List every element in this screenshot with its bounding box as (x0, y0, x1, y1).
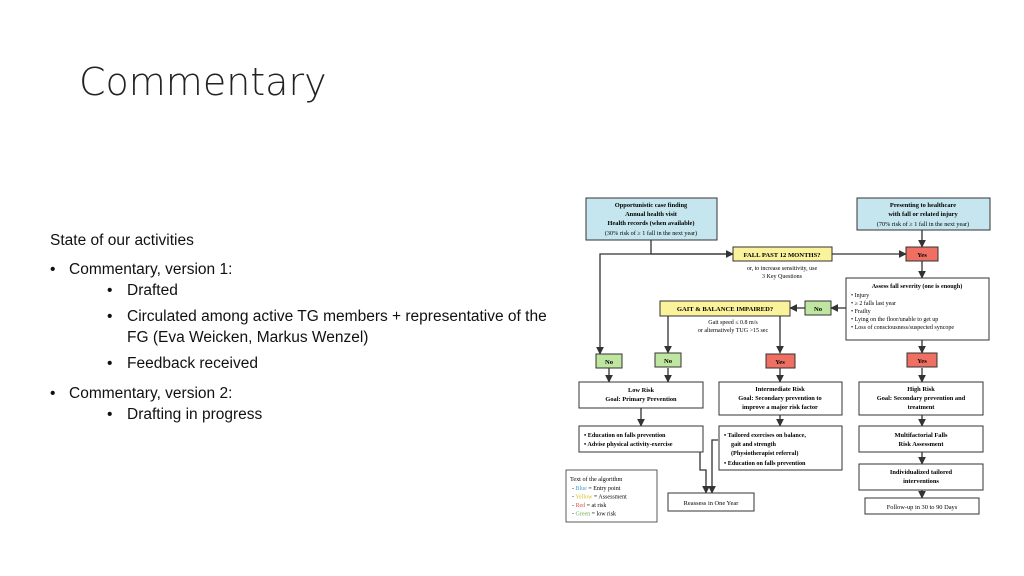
bullet-dot-icon: • (50, 385, 56, 402)
high-risk-line: Goal: Secondary prevention and (877, 395, 966, 402)
legend-item: - Blue = Entry point (572, 486, 621, 492)
legend-item: - Yellow = Assessment (572, 495, 627, 501)
high-risk-box: High Risk Goal: Secondary prevention and… (858, 381, 984, 416)
bullet-version-2: • Commentary, version 2: • Drafting in pr… (50, 383, 550, 425)
low-risk-line: Low Risk (628, 387, 655, 394)
no-label: No (814, 306, 823, 313)
no-box-severity: No (804, 300, 832, 316)
opportunistic-line: Health records (when available) (607, 220, 694, 227)
legend-item: - Red = at risk (572, 503, 606, 509)
low-action-item: • Education on falls prevention (584, 432, 666, 439)
gait-question-box: GAIT & BALANCE IMPAIRED? Gait speed ≤ 0.… (659, 300, 791, 334)
individualized-interventions-box: Individualized tailored interventions (858, 463, 984, 491)
fall-note-line: 3 Key Questions (762, 274, 803, 280)
presenting-line: Presenting to healthcare (890, 202, 956, 209)
gait-note-line: Gait speed ≤ 0.8 m/s (708, 320, 758, 326)
opportunistic-line: Annual health visit (625, 211, 678, 218)
opportunistic-line: (30% risk of ≥ 1 fall in the next year) (605, 230, 697, 237)
bullet-label: Commentary, version 1: (69, 261, 233, 278)
no-box-left: No (595, 353, 623, 369)
intermediate-action-item: • Tailored exercises on balance, (724, 432, 806, 439)
sub-bullet-label: Feedback received (127, 355, 258, 372)
slide-body: State of our activities • Commentary, ve… (50, 232, 550, 434)
intermediate-action-item: gait and strength (731, 441, 776, 448)
multifactorial-assessment-box: Multifactorial Falls Risk Assessment (858, 425, 984, 453)
presenting-line: with fall or related injury (888, 211, 958, 218)
intermediate-action-item: • Education on falls prevention (724, 460, 806, 467)
legend-item: - Green = low risk (572, 512, 616, 518)
low-risk-box: Low Risk Goal: Primary Prevention (578, 381, 704, 409)
presenting-line: (70% risk of ≥ 1 fall in the next year) (877, 221, 969, 228)
individualized-line: Individualized tailored (890, 469, 953, 476)
bullet-dot-icon: • (107, 308, 113, 325)
sub-bullet-item: • Feedback received (69, 353, 550, 374)
individualized-line: interventions (903, 478, 939, 485)
fall-question-label: FALL PAST 12 MONTHS? (743, 252, 820, 259)
severity-item: • Frailty (851, 309, 871, 315)
multifactorial-line: Risk Assessment (899, 441, 945, 448)
intro-text: State of our activities (50, 232, 194, 249)
fall-severity-box: Assess fall severity (one is enough) • I… (845, 277, 990, 341)
no-box-gait: No (654, 352, 682, 368)
bullet-dot-icon: • (107, 406, 113, 423)
yes-label: Yes (775, 359, 785, 366)
opportunistic-line: Opportunistic case finding (615, 202, 688, 209)
sub-bullet-list: • Drafted • Circulated among active TG mem… (69, 280, 550, 374)
gait-note-line: or alternatively TUG >15 sec (698, 328, 769, 334)
low-risk-line: Goal: Primary Prevention (605, 396, 677, 403)
fall-question-box: FALL PAST 12 MONTHS? or, to increase sen… (732, 246, 833, 280)
bullet-label: Commentary, version 2: (69, 385, 233, 402)
flow-connectors (596, 230, 926, 499)
presenting-entry-box: Presenting to healthcare with fall or re… (856, 197, 991, 231)
followup-box: Follow-up in 30 to 90 Days (864, 497, 980, 515)
intermediate-risk-line: improve a major risk factor (742, 404, 818, 411)
intermediate-action-item: (Physiotherapist referral) (731, 450, 798, 457)
severity-item: • ≥ 2 falls last year (851, 300, 896, 307)
sub-bullet-label: Circulated among active TG members + rep… (127, 308, 547, 346)
severity-item: • Loss of consciousness/suspected syncop… (851, 324, 954, 331)
bullet-dot-icon: • (107, 282, 113, 299)
severity-item: • Lying on the floor/unable to get up (851, 316, 938, 323)
sub-bullet-item: • Drafting in progress (69, 404, 550, 425)
intermediate-actions-box: • Tailored exercises on balance, gait an… (718, 425, 843, 471)
severity-title: Assess fall severity (one is enough) (872, 283, 963, 290)
sub-bullet-label: Drafting in progress (127, 406, 263, 423)
high-risk-line: High Risk (907, 386, 935, 393)
high-risk-line: treatment (908, 404, 936, 411)
reassess-label: Reassess in One Year (684, 500, 740, 507)
no-label: No (605, 359, 614, 366)
low-action-item: • Advise physical activity-exercise (584, 441, 673, 448)
intermediate-risk-line: Goal: Secondary prevention to (738, 395, 822, 402)
sub-bullet-item: • Circulated among active TG members + re… (69, 306, 550, 348)
sub-bullet-list: • Drafting in progress (69, 404, 550, 425)
slide-title: Commentary (79, 60, 327, 104)
yes-box-top: Yes (905, 246, 939, 262)
followup-label: Follow-up in 30 to 90 Days (887, 504, 958, 511)
multifactorial-line: Multifactorial Falls (894, 432, 948, 439)
no-label: No (664, 358, 673, 365)
low-risk-actions-box: • Education on falls prevention • Advise… (578, 425, 704, 453)
bullet-version-1: • Commentary, version 1: • Drafted • Circu… (50, 259, 550, 374)
yes-label: Yes (917, 252, 927, 259)
intermediate-risk-line: Intermediate Risk (755, 386, 805, 393)
algorithm-legend: Text of the algorithm - Blue = Entry poi… (565, 469, 658, 523)
sub-bullet-label: Drafted (127, 282, 178, 299)
sub-bullet-item: • Drafted (69, 280, 550, 301)
severity-item: • Injury (851, 293, 869, 299)
yes-box-gait: Yes (765, 353, 796, 369)
fall-note-line: or, to increase sensitivity, use (747, 266, 818, 272)
intermediate-risk-box: Intermediate Risk Goal: Secondary preven… (718, 381, 843, 416)
reassess-box: Reassess in One Year (667, 492, 755, 512)
gait-question-label: GAIT & BALANCE IMPAIRED? (677, 306, 773, 313)
yes-label: Yes (917, 358, 927, 365)
opportunistic-entry-box: Opportunistic case finding Annual health… (585, 197, 718, 241)
bullet-list: • Commentary, version 1: • Drafted • Circu… (50, 259, 550, 425)
yes-box-severity: Yes (906, 352, 938, 368)
bullet-dot-icon: • (50, 261, 56, 278)
bullet-dot-icon: • (107, 355, 113, 372)
legend-title: Text of the algorithm (570, 476, 623, 483)
